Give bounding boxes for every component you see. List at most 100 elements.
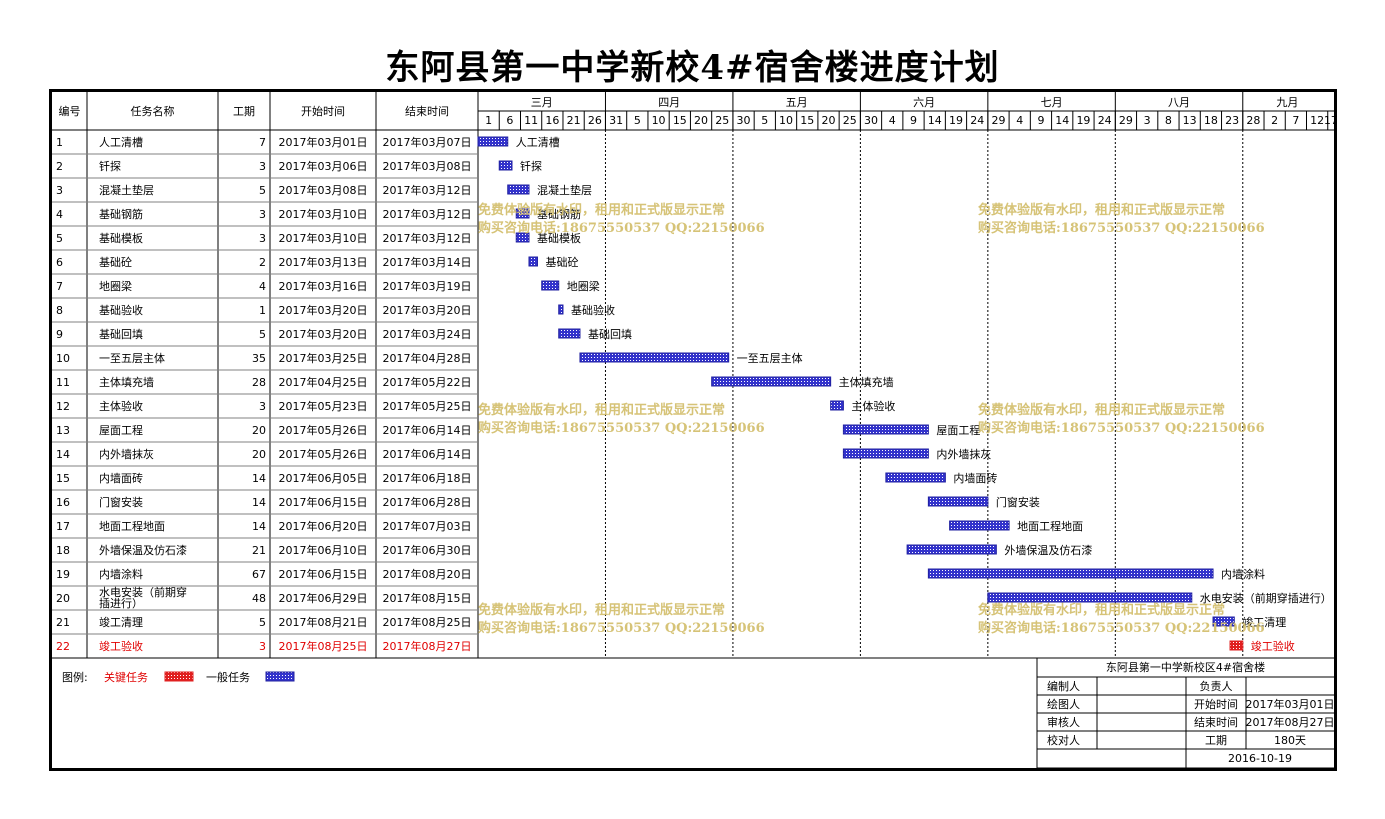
task-start: 2017年06月20日	[279, 519, 368, 533]
task-duration: 5	[259, 616, 266, 629]
task-id: 16	[56, 496, 70, 509]
task-id: 15	[56, 472, 70, 485]
bar-label: 地圈梁	[567, 279, 600, 293]
task-duration: 35	[252, 352, 266, 365]
task-bar	[842, 424, 929, 435]
task-end: 2017年03月20日	[383, 303, 472, 317]
month-label: 三月	[531, 96, 553, 109]
task-name: 竣工清理	[99, 615, 143, 629]
bar-label: 屋面工程	[936, 424, 980, 437]
task-bar	[558, 304, 564, 315]
task-name: 主体填充墙	[99, 375, 154, 389]
day-tick-label: 26	[588, 114, 602, 127]
task-id: 22	[56, 640, 70, 653]
title-block-end-label: 结束时间	[1194, 716, 1238, 729]
task-duration: 3	[259, 640, 266, 653]
day-tick-label: 20	[694, 114, 708, 127]
task-end: 2017年05月22日	[383, 375, 472, 389]
task-end: 2017年08月20日	[383, 567, 472, 581]
legend-critical-label: 关键任务	[104, 670, 148, 684]
bar-label: 一至五层主体	[737, 351, 803, 365]
bar-label: 内墙面砖	[953, 471, 997, 485]
task-end: 2017年03月12日	[383, 183, 472, 197]
watermark-line1: 免费体验版有水印，租用和正式版显示正常	[978, 402, 1225, 418]
task-id: 2	[56, 160, 63, 173]
title-block-duration-value: 180天	[1274, 734, 1306, 747]
task-bar	[498, 160, 513, 171]
task-start: 2017年03月20日	[279, 327, 368, 341]
day-tick-label: 19	[949, 114, 963, 127]
task-name: 地圈梁	[99, 279, 132, 293]
task-duration: 3	[259, 232, 266, 245]
task-duration: 4	[259, 280, 266, 293]
day-tick-label: 29	[991, 114, 1005, 127]
header-name: 任务名称	[131, 104, 175, 118]
day-tick-label: 18	[1204, 114, 1218, 127]
day-tick-label: 15	[800, 114, 814, 127]
day-tick-label: 9	[1037, 114, 1044, 127]
task-name: 屋面工程	[99, 424, 143, 437]
task-name: 混凝土垫层	[99, 183, 154, 197]
watermark-line2: 购买咨询电话:18675550537 QQ:22150066	[978, 420, 1265, 436]
task-bar	[906, 544, 997, 555]
day-tick-label: 19	[1076, 114, 1090, 127]
task-duration: 14	[252, 520, 266, 533]
task-end: 2017年06月18日	[383, 471, 472, 485]
day-tick-label: 28	[1246, 114, 1260, 127]
task-id: 17	[56, 520, 70, 533]
bar-label: 竣工清理	[1242, 615, 1286, 629]
task-id: 9	[56, 328, 63, 341]
day-tick-label: 5	[634, 114, 641, 127]
task-start: 2017年03月13日	[279, 255, 368, 269]
task-start: 2017年03月16日	[279, 279, 368, 293]
task-end: 2017年06月14日	[383, 447, 472, 461]
task-duration: 28	[252, 376, 266, 389]
month-label: 八月	[1168, 96, 1190, 109]
task-start: 2017年03月20日	[279, 303, 368, 317]
task-bar	[1229, 640, 1244, 651]
task-id: 6	[56, 256, 63, 269]
task-end: 2017年03月07日	[383, 135, 472, 149]
task-start: 2017年03月25日	[279, 351, 368, 365]
task-name: 基础回填	[99, 327, 143, 341]
day-tick-label: 1	[485, 114, 492, 127]
bar-label: 基础验收	[571, 303, 615, 317]
task-name: 人工清槽	[99, 136, 143, 149]
bar-label: 水电安装（前期穿插进行）	[1200, 591, 1332, 605]
task-start: 2017年05月26日	[279, 423, 368, 437]
task-id: 3	[56, 184, 63, 197]
bar-label: 人工清槽	[516, 136, 560, 149]
task-start: 2017年06月29日	[279, 591, 368, 605]
day-tick-label: 4	[1016, 114, 1023, 127]
task-duration: 5	[259, 184, 266, 197]
bar-label: 基础模板	[537, 231, 581, 245]
task-bar	[885, 472, 946, 483]
day-tick-label: 14	[928, 114, 942, 127]
task-name: 基础砼	[99, 256, 132, 269]
task-name: 一至五层主体	[99, 351, 165, 365]
day-tick-label: 24	[1098, 114, 1112, 127]
bar-label: 基础钢筋	[537, 207, 581, 221]
task-id: 8	[56, 304, 63, 317]
day-tick-label: 25	[843, 114, 857, 127]
task-end: 2017年07月03日	[383, 519, 472, 533]
task-end: 2017年03月24日	[383, 327, 472, 341]
task-name: 内墙涂料	[99, 567, 143, 581]
task-duration: 3	[259, 400, 266, 413]
task-duration: 67	[252, 568, 266, 581]
task-name: 竣工验收	[99, 639, 143, 653]
task-bar	[927, 496, 989, 507]
task-start: 2017年03月10日	[279, 207, 368, 221]
task-bar	[830, 400, 844, 411]
month-label: 四月	[658, 96, 680, 109]
task-duration: 2	[259, 256, 266, 269]
task-start: 2017年03月08日	[279, 183, 368, 197]
task-end: 2017年06月28日	[383, 495, 472, 509]
watermark-line1: 免费体验版有水印，租用和正式版显示正常	[478, 402, 725, 418]
day-tick-label: 4	[889, 114, 896, 127]
title-block-start-value: 2017年03月01日	[1246, 697, 1335, 711]
task-start: 2017年06月15日	[279, 495, 368, 509]
task-id: 14	[56, 448, 70, 461]
title-block-checker: 校对人	[1047, 733, 1080, 747]
day-tick-label: 30	[864, 114, 878, 127]
